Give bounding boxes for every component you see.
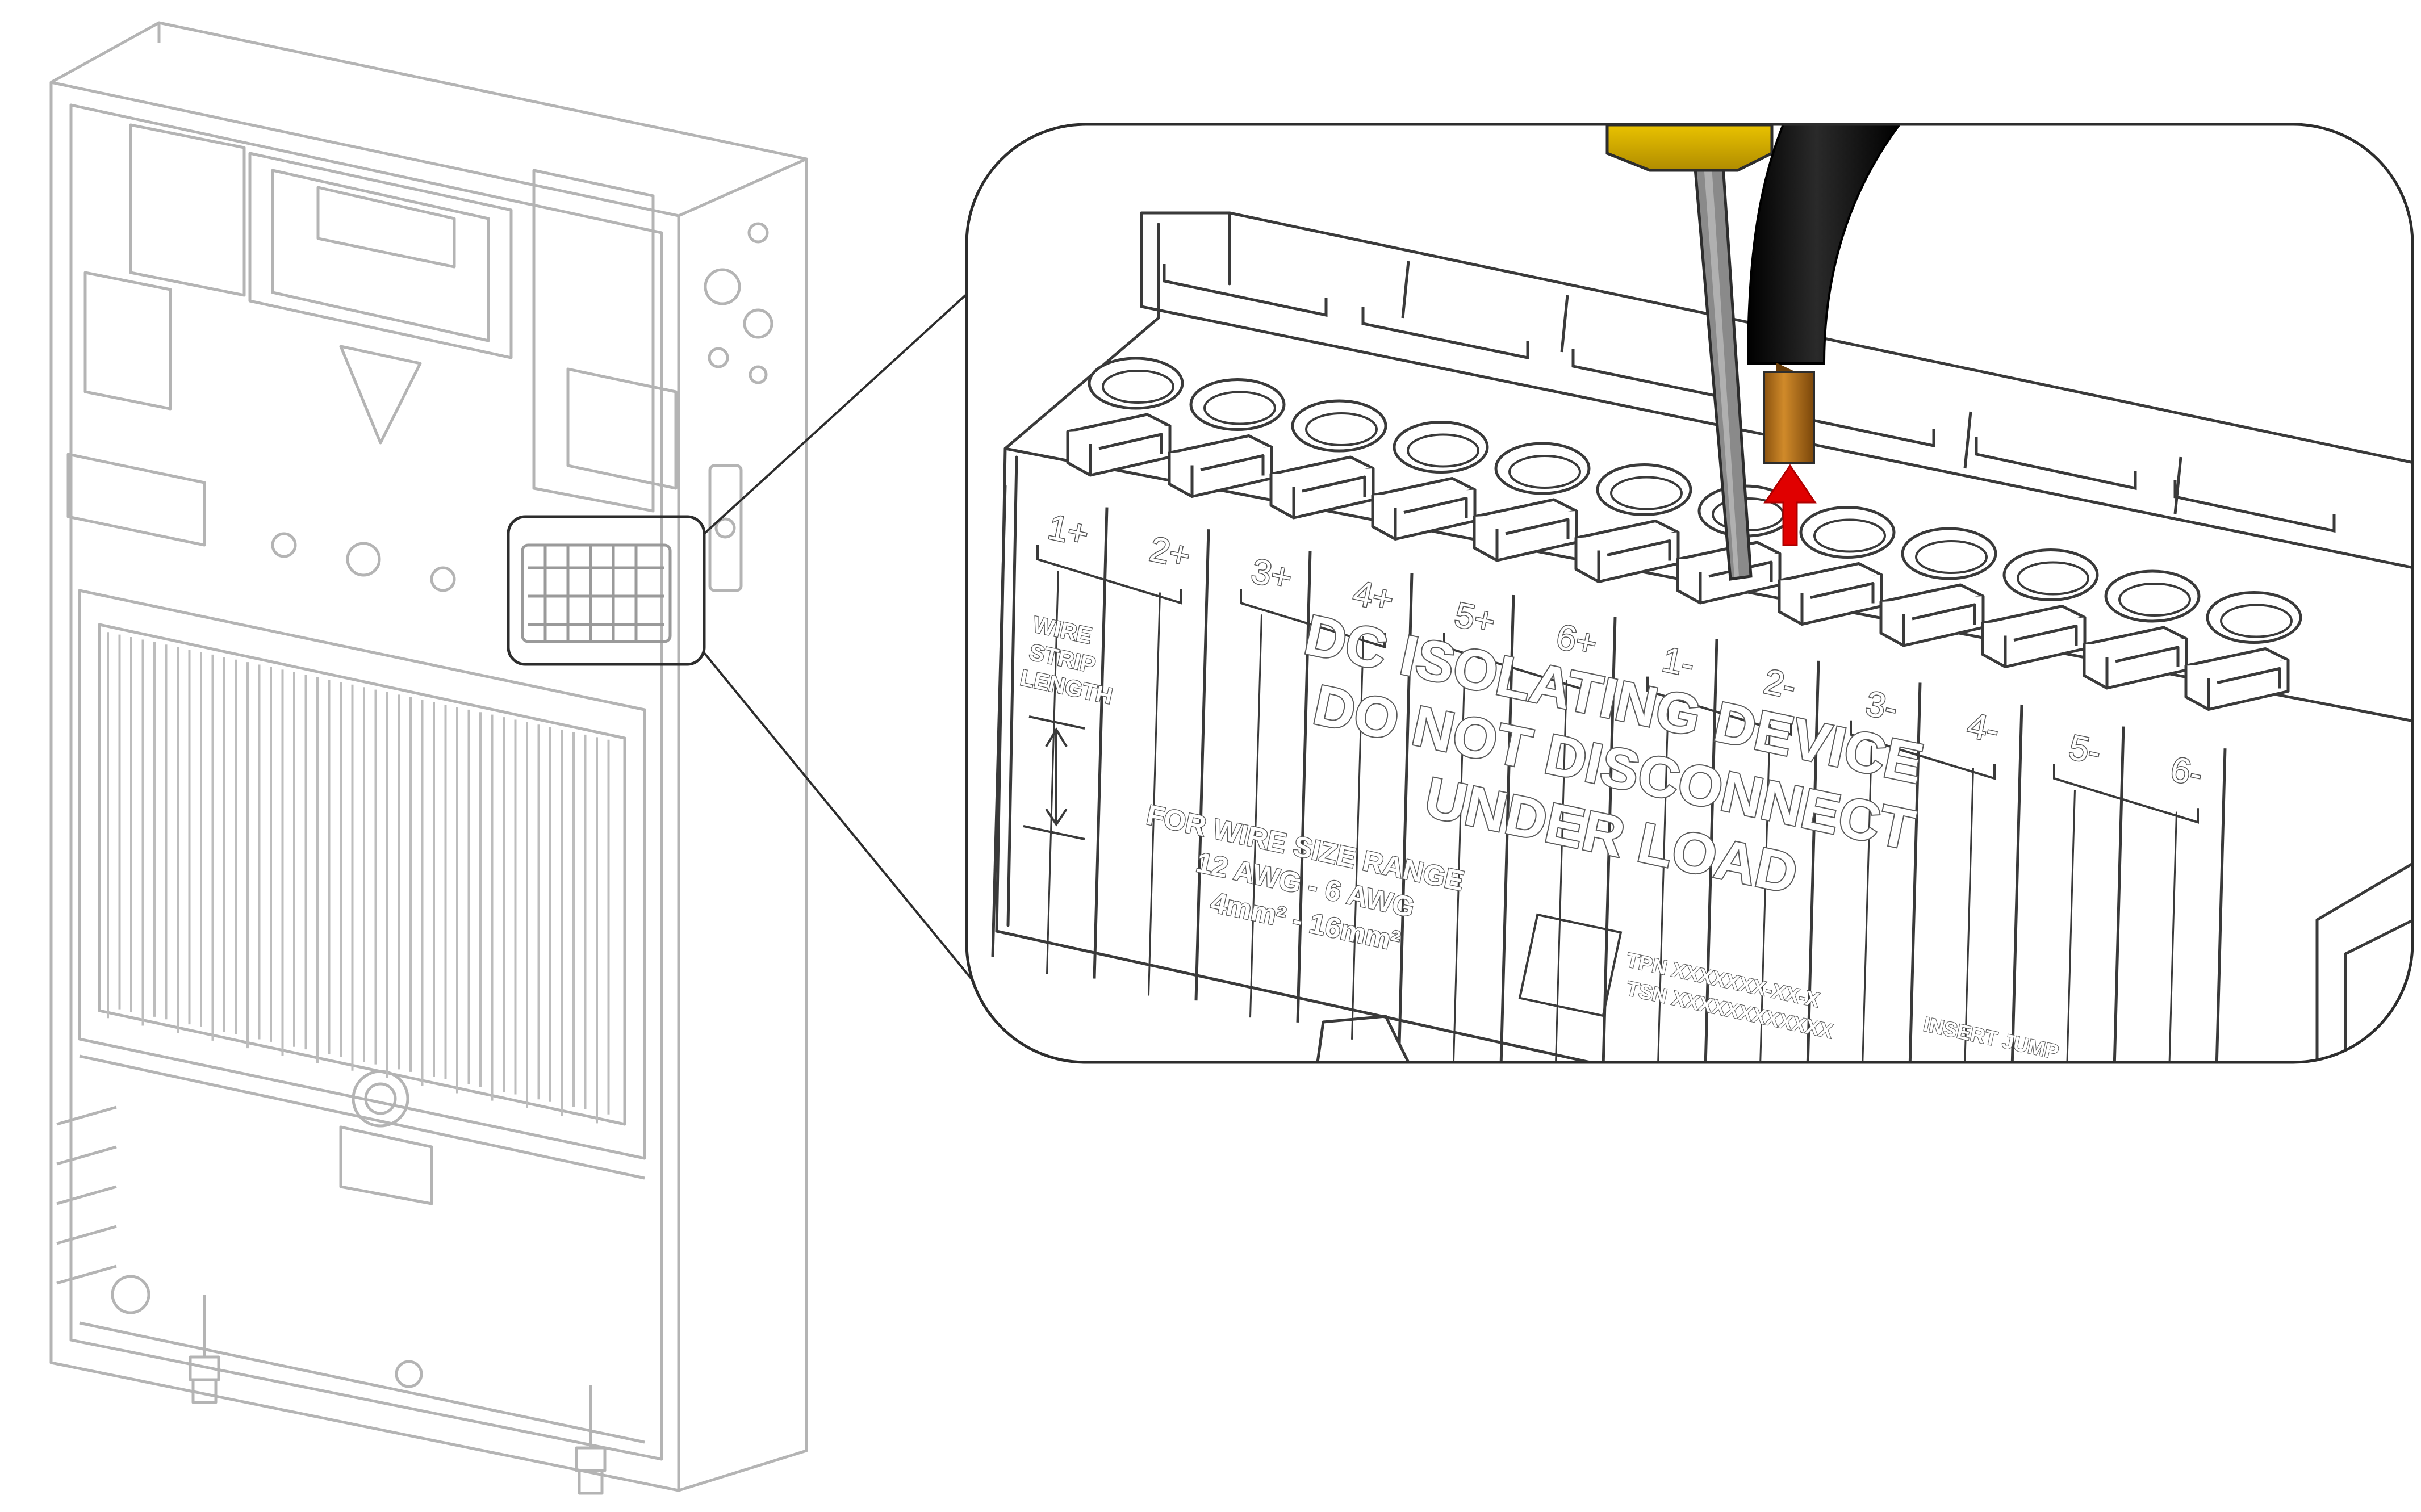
terminal-pair-brackets <box>1036 545 2199 824</box>
screw-hole <box>1291 399 1387 453</box>
release-lever <box>1168 434 1273 498</box>
terminal-inner-rib <box>1758 724 1771 1062</box>
terminal-divider <box>2008 704 2023 1062</box>
clip-bracket <box>1361 307 1529 360</box>
zoom-connector-lines <box>703 294 989 1000</box>
terminal-divider <box>1499 594 1515 1062</box>
terminal-divider <box>1906 682 1922 1062</box>
terminal-divider <box>1804 660 1820 1062</box>
screw-hole <box>1596 463 1692 516</box>
release-lever <box>1879 583 1985 647</box>
clip-ridge <box>1401 261 1410 319</box>
screw-hole <box>1393 421 1489 474</box>
terminal-label: 1+ <box>1045 508 1093 554</box>
clip-bracket <box>2173 480 2336 533</box>
terminal-divider <box>1296 551 1312 1023</box>
inverter-overview <box>49 21 808 1495</box>
terminal-inner-rib <box>1148 592 1161 996</box>
terminal-label: 6+ <box>1553 617 1601 664</box>
screw-hole <box>1189 378 1286 431</box>
terminal-pair-bracket <box>1850 720 1996 780</box>
clip-bracket <box>1975 437 2137 491</box>
screw-hole <box>1799 506 1896 559</box>
clip-bracket <box>1163 264 1328 317</box>
terminal-label: 5+ <box>1452 595 1499 642</box>
terminal-dividers <box>991 485 2227 1062</box>
clip-ridge <box>2173 456 2182 514</box>
screw-holes <box>1088 357 2302 644</box>
clip-ridge <box>1560 295 1569 353</box>
terminal-inner-rib <box>2063 789 2076 1062</box>
terminal-inner-rib <box>1351 636 1364 1040</box>
terminal-inner-rib <box>1554 680 1567 1062</box>
terminal-inner-rib <box>2164 811 2177 1062</box>
zoom-source-box <box>507 515 706 666</box>
release-lever <box>2184 647 2290 711</box>
terminal-divider <box>1093 507 1109 979</box>
terminal-divider <box>2109 726 2125 1062</box>
release-lever <box>1778 562 1883 626</box>
terminal-label: 4+ <box>1350 573 1398 620</box>
terminal-inner-rib <box>1961 768 1974 1062</box>
wire-strip-marker <box>1023 715 1085 840</box>
terminal-inner-rib <box>1046 570 1059 974</box>
screw-hole <box>2104 569 2201 623</box>
terminal-inner-rib <box>1656 702 1669 1062</box>
terminal-inner-rib <box>1453 658 1466 1062</box>
screw-hole <box>2002 548 2099 601</box>
screw-hole <box>1088 357 1184 410</box>
label-square <box>1518 913 1623 1017</box>
terminal-divider <box>1703 639 1718 1062</box>
terminal-label: 3+ <box>1248 551 1296 598</box>
terminal-pair-bracket <box>1036 545 1182 605</box>
red-up-arrow-icon <box>1763 464 1817 546</box>
release-lever <box>1066 413 1172 477</box>
release-lever <box>1269 455 1375 520</box>
heat-sink-fins <box>107 632 610 1124</box>
terminal-pair-bracket <box>1646 676 1792 736</box>
terminal-divider <box>1194 529 1210 1001</box>
flathead-screwdriver-icon <box>1605 124 1774 581</box>
dc-cable-icon <box>1746 124 1902 464</box>
terminal-divider <box>991 485 1007 957</box>
side-knockouts <box>704 222 773 384</box>
release-lever <box>1574 520 1680 583</box>
screw-hole <box>1901 527 1997 580</box>
clip-ridge <box>1963 411 1972 469</box>
release-levers <box>1066 413 2290 711</box>
terminal-inner-rib <box>1249 614 1262 1018</box>
release-lever <box>1371 477 1477 541</box>
release-lever <box>2083 626 2188 690</box>
terminal-inner-rib <box>1859 745 1872 1062</box>
terminal-divider <box>2211 748 2227 1062</box>
terminal-pair-bracket <box>2053 764 2199 824</box>
zoom-panel: 1+2+3+4+5+6+1-2-3-4-5-6- WIRE STRIP LENG… <box>965 123 2414 1064</box>
release-lever <box>1473 498 1578 562</box>
top-clip-brackets <box>1163 261 2336 533</box>
release-lever <box>1981 605 2087 668</box>
terminal-pair-bracket <box>1443 633 1589 693</box>
overview-terminal-block <box>521 543 672 643</box>
terminal-divider <box>1398 573 1414 1045</box>
screw-hole <box>1494 442 1591 495</box>
screw-hole <box>2206 591 2302 644</box>
terminal-label: 2+ <box>1147 529 1194 576</box>
terminal-pair-bracket <box>1240 589 1386 649</box>
